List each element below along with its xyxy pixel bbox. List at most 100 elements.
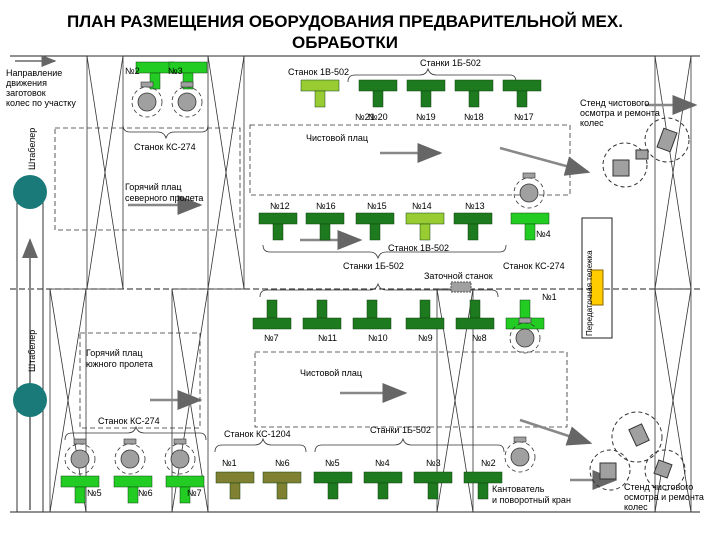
section-labels: Станок 1В-502 Станки 1Б-502 Чистовой пла… — [86, 58, 704, 512]
direction-legend: Направление движения заготовок колес по … — [6, 68, 76, 108]
label-n12: №12 — [270, 201, 290, 211]
title-line1: ПЛАН РАЗМЕЩЕНИЯ ОБОРУДОВАНИЯ ПРЕДВАРИТЕЛ… — [67, 12, 623, 31]
machine-n3b — [413, 471, 453, 500]
building-outline — [10, 55, 700, 513]
machine-n19 — [406, 79, 446, 108]
machine-n11 — [302, 299, 342, 330]
machine-n10 — [352, 299, 392, 330]
machine-n4b — [363, 471, 403, 500]
inspection-stand-top — [602, 117, 690, 188]
label-n21: №21 — [355, 112, 375, 122]
label-stand-bottom-1: Стенд чистового — [624, 482, 693, 492]
label-stand-top-2: осмотра и ремонта — [580, 108, 660, 118]
label-stand-bottom-2: осмотра и ремонта — [624, 492, 704, 502]
wheel-unit-8 — [504, 436, 536, 473]
machine-n21 — [300, 79, 340, 108]
label-stand-top-1: Стенд чистового — [580, 98, 649, 108]
label-stand-bottom-3: колес — [624, 502, 648, 512]
machine-n12 — [258, 212, 298, 241]
label-kc274-right: Станок КС-274 — [503, 261, 565, 271]
machine-n16 — [305, 212, 345, 241]
group-braces — [64, 67, 517, 453]
label-n2: №2 — [125, 66, 140, 76]
machine-n6b — [262, 471, 302, 500]
transfer-cart-frame — [581, 217, 613, 339]
machines-layer — [60, 61, 550, 504]
flow-arrows — [128, 95, 698, 490]
machine-n5l — [60, 475, 100, 504]
machine-n5b — [313, 471, 353, 500]
machine-n6l — [113, 475, 153, 504]
label-n7l: №7 — [187, 488, 202, 498]
label-n5b: №5 — [325, 458, 340, 468]
label-1b502-mid: Станки 1Б-502 — [343, 261, 404, 271]
title-line2: ОБРАБОТКИ — [292, 33, 398, 52]
wheel-unit-3 — [513, 172, 545, 209]
label-tilter-2: и поворотный кран — [492, 495, 571, 505]
transfer-cart-label: Передаточная тележка — [585, 250, 594, 336]
label-n2b: №2 — [481, 458, 496, 468]
label-n6l: №6 — [138, 488, 153, 498]
label-1v502-mid: Станок 1В-502 — [388, 243, 449, 253]
machine-n4 — [510, 212, 550, 241]
machine-n1b — [215, 471, 255, 500]
label-n4: №4 — [536, 229, 551, 239]
label-n4b: №4 — [375, 458, 390, 468]
machine-n1r — [505, 299, 545, 330]
label-sharpening: Заточной станок — [424, 271, 493, 281]
label-hot-south-2: южного пролета — [86, 359, 153, 369]
label-finish-top: Чистовой плац — [306, 133, 368, 143]
wheel-unit-1 — [131, 81, 163, 118]
label-n11: №11 — [318, 333, 337, 343]
stacker-bottom-label: Штабелер — [27, 330, 37, 372]
label-n15: №15 — [367, 201, 387, 211]
machine-n14 — [405, 212, 445, 241]
label-n20: №20 — [368, 112, 388, 122]
label-hot-north-1: Горячий плац — [125, 182, 182, 192]
label-n3: №3 — [168, 66, 183, 76]
label-n16: №16 — [316, 201, 336, 211]
stacker-top-label: Штабелер — [27, 128, 37, 170]
label-n6b: №6 — [275, 458, 290, 468]
wheel-unit-5 — [64, 438, 96, 475]
label-tilter-1: Кантователь — [492, 484, 545, 494]
sharpening-machine — [450, 281, 472, 293]
label-n18: №18 — [464, 112, 484, 122]
label-n17: №17 — [514, 112, 534, 122]
label-n1b: №1 — [222, 458, 237, 468]
machine-n18 — [454, 79, 494, 108]
label-1b502-top: Станки 1Б-502 — [420, 58, 481, 68]
label-n19: №19 — [416, 112, 436, 122]
label-n3b: №3 — [426, 458, 441, 468]
machine-n13 — [453, 212, 493, 241]
label-kc274-bottom: Станок КС-274 — [98, 416, 160, 426]
machine-n7 — [252, 299, 292, 330]
machine-n2b — [463, 471, 503, 500]
machine-n8 — [455, 299, 495, 330]
machine-n3 — [168, 61, 208, 90]
wheels-layer — [64, 81, 545, 475]
machine-n9 — [405, 299, 445, 330]
label-stand-top-3: колес — [580, 118, 604, 128]
machine-n15 — [355, 212, 395, 241]
label-hot-north-2: северного пролета — [125, 193, 203, 203]
wheel-unit-4 — [509, 317, 541, 354]
machine-n7l — [165, 475, 205, 504]
stacker-bottom-circle — [13, 383, 47, 417]
wheel-unit-6 — [114, 438, 146, 475]
label-n9: №9 — [418, 333, 433, 343]
zone-outlines — [54, 124, 571, 429]
machine-n17 — [502, 79, 542, 108]
stacker-top-circle — [13, 175, 47, 209]
label-hot-south-1: Горячий плац — [86, 348, 143, 358]
label-1b502-bottom: Станки 1Б-502 — [370, 425, 431, 435]
label-kc1204: Станок КС-1204 — [224, 429, 291, 439]
label-n1r: №1 — [542, 292, 557, 302]
label-n10: №10 — [368, 333, 388, 343]
machine-n20 — [358, 79, 398, 108]
label-n7: №7 — [264, 333, 279, 343]
wheel-unit-2 — [171, 81, 203, 118]
stacker-track — [13, 175, 47, 512]
